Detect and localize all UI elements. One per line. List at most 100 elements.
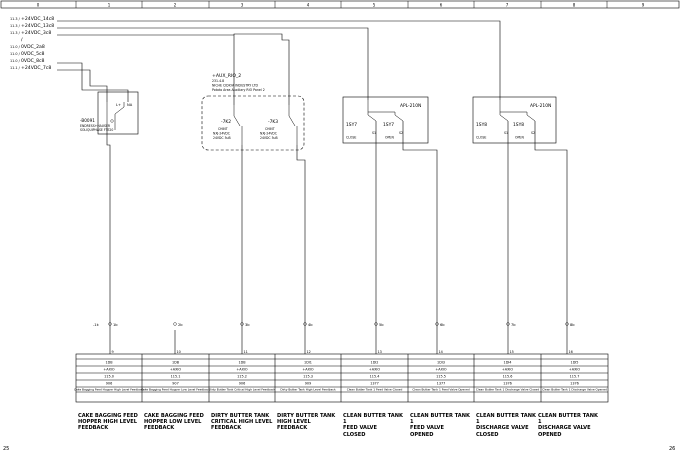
channel-caption: CLEAN BUTTER TANK 1 DISCHARGE VALVE OPEN… — [538, 413, 598, 438]
relay-spec: 24VDC 5uB — [260, 136, 278, 140]
io-point: 6b — [435, 322, 445, 354]
col-label: 2 — [174, 3, 177, 8]
supply-ref: 11.0 / — [10, 45, 21, 49]
table-cell: 115.6 — [503, 375, 513, 379]
io-ref: 2b — [178, 323, 183, 327]
supply-label: 0VDC_8c8 — [21, 58, 45, 64]
table-cell: 1DI5 — [571, 361, 579, 365]
relay-type: CHINT — [265, 127, 275, 131]
table-cell: 1377 — [370, 382, 379, 386]
terminal-number: 14 — [439, 350, 443, 354]
apl-title: APL-210N — [400, 103, 421, 109]
col-label: 7 — [506, 3, 509, 8]
table-cell: +AXIO — [302, 368, 313, 372]
table-cell: 1376 — [503, 382, 512, 386]
channel-description: Clean Butter Tank 1 Discharge Valve Open… — [542, 388, 607, 392]
io-ref: 5b — [379, 323, 384, 327]
table-cell: 1DB — [105, 361, 113, 365]
valve-switch-apl-2: APL-210N 1SY8 1SY8 S1 S2 CLOSE OPEN — [472, 96, 568, 330]
channel-description: Dirty Butter Tank Critical High Level Fe… — [209, 388, 276, 392]
channel-caption: CAKE BAGGING FEED HOPPER HIGH LEVEL FEED… — [78, 413, 138, 432]
io-connections: -1k 1b 2b 3b 4b 5b 6b — [93, 322, 575, 354]
terminal-table — [75, 353, 609, 403]
table-cell: 115.2 — [237, 375, 247, 379]
apl-sub: S2 — [531, 131, 535, 135]
apl-tag: 1SY7 — [383, 122, 394, 128]
table-cell: 1376 — [570, 382, 579, 386]
channel-description: Clean Butter Tank 1 Feed Valve Opened — [412, 388, 469, 392]
col-label: 1 — [108, 3, 111, 8]
channel-description: Dirty Butter Tank High Level Feedback — [280, 388, 336, 392]
table-cell: +AXIO — [369, 368, 380, 372]
supply-ref: 11.1 / — [10, 66, 21, 70]
supply-label: 0VDC_2a8 — [21, 44, 45, 50]
io-ref: 3b — [245, 323, 250, 327]
col-label: 0 — [37, 3, 40, 8]
supply-label: +24VDC_7c8 — [21, 65, 51, 71]
io-point: 1b — [108, 322, 118, 354]
level-switch-b0091: L+ NA -B0091 ENDRESS+HAUSER SOLIQUIPHASE… — [80, 91, 139, 330]
device-tag: -B0091 — [80, 118, 95, 123]
table-cell: 115.4 — [370, 375, 380, 379]
table-cell: +AXIO — [435, 368, 446, 372]
table-cell: 115.3 — [303, 375, 313, 379]
table-cell: +AXIO — [103, 368, 114, 372]
channel-description: Cake Bagging Feed Hopper High Level Feed… — [74, 388, 144, 392]
device-desc: SOLIQUIPHASE FTE20 — [80, 128, 113, 132]
apl-tag: 1SY8 — [476, 122, 487, 128]
table-cell: 1DI1 — [304, 361, 312, 365]
apl-sub: S2 — [399, 131, 403, 135]
table-cell: 906 — [106, 382, 112, 386]
apl-sub: S1 — [504, 131, 508, 135]
terminal-number: 12 — [307, 350, 311, 354]
page-number-right: 26 — [669, 446, 676, 452]
terminal-number: 11 — [244, 350, 248, 354]
supply-label: +24VDC_13c8 — [21, 23, 54, 29]
io-point: 3b — [240, 322, 250, 354]
apl-sub: S1 — [372, 131, 376, 135]
pin-label: L+ — [116, 103, 121, 107]
table-cell: 1DI2 — [371, 361, 379, 365]
col-label: 5 — [373, 3, 376, 8]
supply-label: 0VDC_5c8 — [21, 51, 45, 57]
table-cell: 115.7 — [570, 375, 580, 379]
supply-ref: 11.3 / — [10, 24, 21, 28]
col-label: 8 — [573, 3, 576, 8]
pin-label: NA — [127, 103, 133, 107]
supply-wiring — [57, 20, 501, 105]
channel-description: Clean Butter Tank 1 Discharge Valve Clos… — [476, 388, 539, 392]
channel-caption: CLEAN BUTTER TANK 1 FEED VALVE CLOSED — [343, 413, 403, 438]
terminal-number: 16 — [569, 350, 573, 354]
channel-caption: CAKE BAGGING FEED HOPPER LOW LEVEL FEEDB… — [144, 413, 204, 432]
supply-ref: 11.0 / — [10, 59, 21, 63]
channel-caption: CLEAN BUTTER TANK 1 FEED VALVE OPENED — [410, 413, 470, 438]
table-cell: +AXIO — [569, 368, 580, 372]
table-cell: 115.0 — [104, 375, 114, 379]
col-label: 6 — [440, 3, 443, 8]
supply-line-labels: 11.3 / +24VDC_14c8 11.3 / +24VDC_13c8 11… — [10, 16, 54, 71]
aux-rio-panel: +AUX_RIO_2 231.4.8 NICHE CIDIOA INDUSTRY… — [201, 33, 306, 330]
channel-caption: CLEAN BUTTER TANK 1 DISCHARGE VALVE CLOS… — [476, 413, 536, 438]
table-cell: +AXIO — [502, 368, 513, 372]
apl-state: CLOSE — [476, 136, 486, 140]
table-cell: 1DB — [238, 361, 246, 365]
table-cell: 1DI4 — [504, 361, 512, 365]
apl-state: CLOSE — [346, 136, 356, 140]
io-point: 2b — [173, 322, 183, 354]
relay-model: NXJ-24VDC — [260, 132, 277, 136]
apl-state: OPEN — [515, 136, 524, 140]
channel-description: Clean Butter Tank 1 Feed Valve Closed — [347, 388, 403, 392]
io-point: 7b — [506, 322, 516, 354]
table-cell: 907 — [172, 382, 178, 386]
terminal-number: 13 — [378, 350, 382, 354]
relay-spec: 24VDC 5uB — [213, 136, 231, 140]
supply-label: +24VDC_3c8 — [21, 30, 51, 36]
terminal-number: 10 — [177, 350, 181, 354]
valve-switch-apl-1: APL-210N 1SY7 1SY7 S1 S2 CLOSE OPEN — [342, 96, 438, 330]
supply-label: / — [21, 37, 23, 43]
table-cell: 115.5 — [436, 375, 446, 379]
table-cell: 909 — [305, 382, 311, 386]
